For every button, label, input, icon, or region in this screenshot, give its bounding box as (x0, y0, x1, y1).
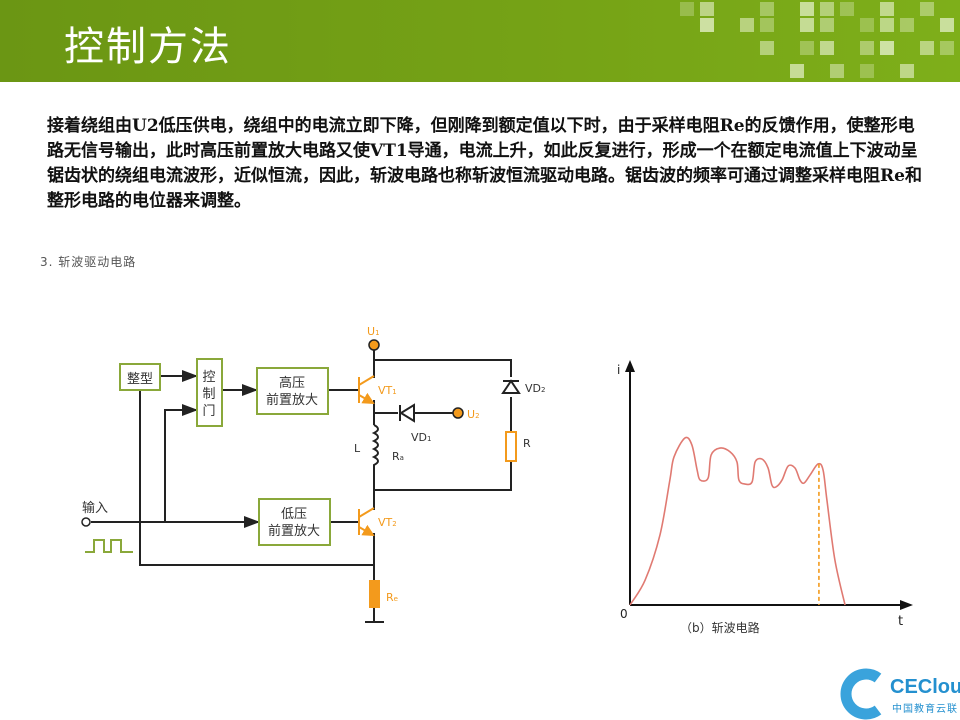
header-decor-square (700, 18, 714, 32)
header-decor-square (940, 18, 954, 32)
header-decor-square (880, 18, 894, 32)
feedback-wire (139, 390, 374, 566)
header-decor-square (760, 18, 774, 32)
cecloud-logo: CECloud 中国教育云联 (838, 668, 960, 720)
vt2-label: VT2 (378, 516, 397, 529)
origin-label: 0 (620, 607, 628, 621)
header-decor-square (840, 2, 854, 16)
header-decor-square (680, 2, 694, 16)
x-axis-label: t (898, 614, 903, 629)
svg-text:整型: 整型 (127, 372, 153, 387)
pulse-wave-icon (85, 539, 133, 553)
wire (328, 389, 358, 523)
vd2-branch (374, 359, 512, 491)
input-terminal (81, 517, 91, 527)
u2-terminal (452, 407, 464, 419)
svg-text:前置放大: 前置放大 (268, 523, 320, 539)
header-decor-square (820, 18, 834, 32)
header-decor-square (900, 64, 914, 78)
section-subtitle: 3. 斩波驱动电路 (40, 255, 137, 269)
header-decor-square (820, 41, 834, 55)
body-paragraph: 接着绕组由U2低压供电，绕组中的电流立即下降，但刚降到额定值以下时，由于采样电阻… (47, 116, 922, 211)
header-decor-square (880, 41, 894, 55)
shaping-block (119, 363, 161, 391)
header-decor-square (860, 64, 874, 78)
vd2-diode-icon (501, 379, 521, 394)
header-decor-square (830, 64, 844, 78)
header-decor-square (940, 41, 954, 55)
y-axis-arrow-icon (625, 360, 635, 372)
resistor-r-icon (505, 431, 517, 462)
inductor-icon (371, 424, 379, 472)
wire (164, 404, 198, 522)
header-decor-square (760, 2, 774, 16)
u1-terminal (368, 339, 380, 351)
header-decor-square (800, 41, 814, 55)
resistor-re-icon (369, 580, 380, 608)
header-decor-square (820, 2, 834, 16)
header-decor-square (800, 18, 814, 32)
vd1-label: VD1 (411, 431, 431, 444)
header-decor-square (740, 18, 754, 32)
header-decor-square (800, 2, 814, 16)
slide-header: 控制方法 (0, 0, 960, 82)
hv-preamp-block (256, 367, 329, 415)
y-axis-label: i (617, 363, 620, 377)
lv-preamp-block (258, 498, 331, 546)
header-decor-square (860, 18, 874, 32)
header-decor-square (790, 64, 804, 78)
header-decor-square (920, 41, 934, 55)
svg-text:制: 制 (202, 387, 215, 402)
x-axis-arrow-icon (900, 600, 913, 610)
current-series-line (629, 436, 846, 606)
header-decor-square (700, 2, 714, 16)
slide-title: 控制方法 (64, 24, 232, 70)
vd2-label: VD2 (525, 382, 545, 395)
vt2-transistor-icon (358, 507, 374, 535)
u2-label: U2 (467, 408, 480, 421)
input-label: 输入 (82, 500, 108, 516)
vd1-diode-icon (399, 403, 415, 423)
header-decor-square (880, 2, 894, 16)
header-decor-square (860, 41, 874, 55)
u1-label: U1 (367, 325, 380, 338)
control-gate-block (196, 358, 223, 427)
header-decor-square (760, 41, 774, 55)
svg-text:低压: 低压 (281, 507, 307, 522)
svg-text:前置放大: 前置放大 (266, 392, 318, 408)
header-decor-square (900, 18, 914, 32)
r-label: R (523, 437, 531, 450)
chart-caption: （b）斩波电路 (680, 620, 760, 635)
re-label: Re (386, 591, 398, 604)
svg-text:高压: 高压 (279, 375, 305, 391)
header-decor-square (920, 2, 934, 16)
svg-text:门: 门 (202, 404, 215, 419)
vt1-label: VT1 (378, 384, 397, 397)
l-label: L (354, 442, 361, 455)
logo-c-icon (840, 668, 882, 720)
ra-label: Ra (392, 450, 404, 463)
vt1-transistor-icon (358, 375, 374, 403)
svg-text:控: 控 (202, 370, 215, 385)
